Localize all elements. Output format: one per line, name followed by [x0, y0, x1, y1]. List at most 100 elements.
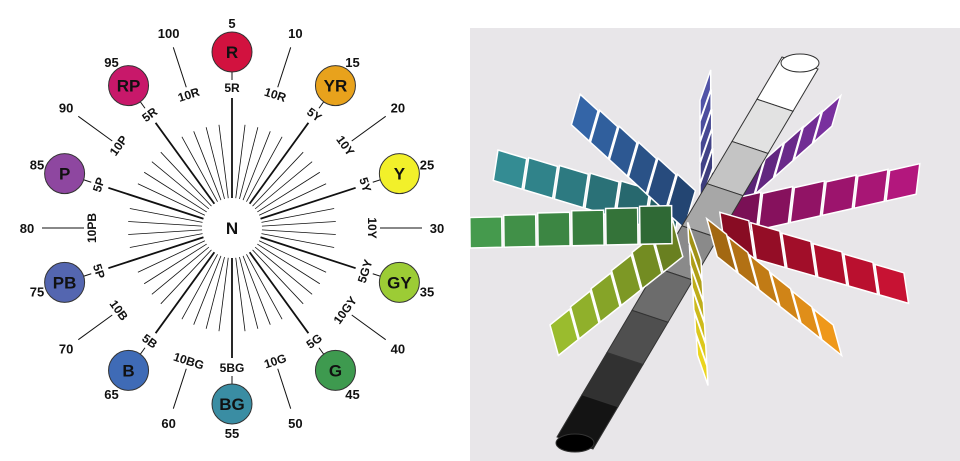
- hue-fin-chip: [789, 179, 826, 224]
- hue-swatch-label: BG: [219, 395, 245, 414]
- hue-spoke: [235, 124, 246, 199]
- hue-swatch-r: [211, 31, 253, 73]
- number-leader-line: [77, 115, 113, 142]
- hue-swatch-rp: [108, 65, 150, 107]
- hue-number: 25: [420, 158, 434, 173]
- hue-fin-chip: [638, 204, 673, 246]
- hue-swatch-bg: [211, 383, 253, 425]
- hue-fin-chip: [470, 216, 503, 249]
- hue-swatch-p: [44, 153, 86, 195]
- hue-swatch-label: B: [122, 361, 134, 380]
- hue-spoke: [248, 251, 310, 334]
- hue-spoke: [154, 251, 216, 334]
- hue-ring-label: 5Y: [356, 176, 374, 194]
- hue-fin-chip: [812, 307, 843, 358]
- hue-number: 45: [345, 387, 359, 402]
- hue-number: 95: [104, 55, 118, 70]
- hue-fins-front: [470, 204, 910, 386]
- hue-fin-chip: [821, 174, 858, 217]
- hue-spoke: [242, 255, 271, 325]
- hue-spoke: [242, 131, 271, 201]
- hue-spoke: [193, 131, 222, 201]
- hue-spoke: [260, 236, 356, 270]
- hue-spoke: [261, 221, 336, 227]
- hue-spoke: [258, 240, 327, 273]
- hue-fin-chip: [570, 209, 605, 247]
- hue-fin-chip: [553, 164, 590, 209]
- hue-fin-chip: [693, 312, 708, 365]
- hue-ring-label: 10R: [176, 85, 202, 105]
- hue-number: 80: [20, 221, 34, 236]
- hue-fin-chip: [646, 156, 677, 213]
- hue-spoke: [108, 236, 204, 270]
- hue-fin-chip: [608, 124, 638, 178]
- hue-fin-chip: [773, 124, 804, 180]
- hue-fin-chip: [604, 207, 639, 246]
- hue-spoke: [137, 240, 206, 273]
- number-leader-line: [172, 47, 187, 88]
- hue-fin-chip: [590, 271, 621, 324]
- hue-swatch-yr: [314, 65, 356, 107]
- hue-number: 20: [391, 101, 405, 116]
- hue-number: 35: [420, 284, 434, 299]
- hue-swatch-label: P: [59, 165, 70, 184]
- hue-number: 30: [430, 221, 444, 236]
- hue-spoke: [129, 233, 203, 248]
- hue-fin-chip: [569, 289, 600, 341]
- hue-fin-chip: [749, 221, 787, 269]
- hue-swatch-pb: [44, 261, 86, 303]
- hue-fin-chip: [811, 242, 848, 287]
- hue-ring-label: 10BG: [172, 350, 206, 373]
- hue-ring-label: 5GY: [355, 258, 376, 285]
- hue-spoke: [252, 249, 304, 305]
- hue-spoke: [143, 243, 207, 285]
- hue-ring-label: 5P: [90, 262, 108, 280]
- hue-fin-chip: [748, 252, 781, 308]
- hue-spoke: [261, 233, 335, 248]
- hue-spoke: [258, 183, 327, 216]
- hue-spoke: [248, 122, 310, 205]
- number-leader-line: [77, 314, 113, 341]
- number-leader-line: [277, 368, 292, 409]
- hue-number: 40: [391, 341, 405, 356]
- hue-number: 75: [30, 284, 44, 299]
- hue-fin-chip: [792, 109, 824, 162]
- hue-ring-label: 10PB: [85, 213, 99, 243]
- hue-spoke: [137, 183, 206, 216]
- hue-swatch-label: RP: [117, 77, 141, 96]
- hue-fin-chip: [627, 140, 658, 196]
- hue-fin-chip: [842, 252, 879, 296]
- hue-spoke: [160, 249, 212, 305]
- hue-swatch-label: YR: [324, 77, 348, 96]
- value-axis-bottom-cap: [555, 433, 595, 453]
- hue-ring-label: 5P: [90, 176, 108, 194]
- hue-fin-chip: [502, 213, 537, 248]
- hue-ring-label: 5BG: [220, 361, 245, 375]
- hue-fin-chip: [873, 263, 910, 305]
- hue-number: 65: [104, 387, 118, 402]
- hue-spoke: [239, 127, 259, 200]
- hue-fin-chip: [885, 162, 921, 202]
- hue-number: 50: [288, 416, 302, 431]
- hue-ring-label: 10GY: [331, 294, 360, 327]
- hue-number: 70: [59, 341, 73, 356]
- hue-ring-label: 10P: [107, 133, 131, 159]
- hue-number: 100: [158, 26, 180, 41]
- hue-fin-chip: [790, 289, 823, 341]
- hue-spoke: [181, 136, 218, 202]
- hue-fin-chip: [536, 211, 571, 248]
- hue-ring-label: 10R: [263, 85, 289, 105]
- hue-fin-chip: [695, 334, 709, 386]
- hue-fin-chip: [686, 222, 703, 281]
- hue-spoke: [129, 208, 203, 223]
- hue-swatch-label: G: [329, 361, 342, 380]
- hue-swatch-b: [108, 349, 150, 391]
- hue-spoke: [151, 161, 210, 210]
- hue-spoke: [181, 254, 218, 320]
- hue-number: 90: [59, 101, 73, 116]
- hue-spoke: [143, 171, 207, 213]
- hue-fin-chip: [690, 267, 706, 323]
- hue-fin-chip: [812, 93, 843, 145]
- hue-spoke: [252, 151, 304, 207]
